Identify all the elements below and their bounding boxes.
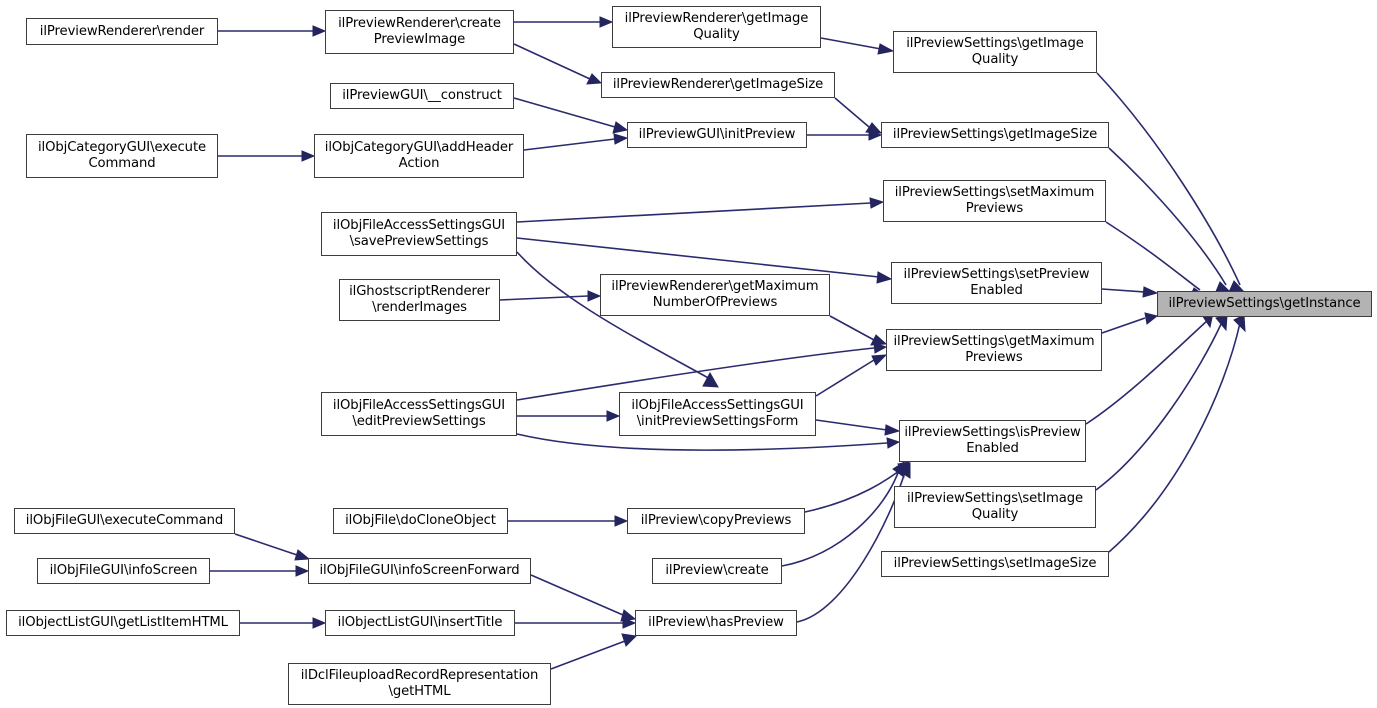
graph-node[interactable]: ilObjCategoryGUI\addHeader Action bbox=[314, 134, 524, 178]
graph-node[interactable]: ilPreviewSettings\getImage Quality bbox=[893, 31, 1097, 73]
graph-node[interactable]: ilPreview\hasPreview bbox=[635, 610, 797, 636]
graph-node[interactable]: ilPreviewSettings\setImageSize bbox=[881, 551, 1109, 577]
graph-node[interactable]: ilObjFileAccessSettingsGUI \savePreviewS… bbox=[321, 212, 517, 256]
graph-node[interactable]: ilPreviewSettings\getImageSize bbox=[881, 122, 1109, 148]
graph-node[interactable]: ilPreviewSettings\setPreview Enabled bbox=[891, 262, 1102, 304]
graph-node-current[interactable]: ilPreviewSettings\getInstance bbox=[1157, 291, 1372, 317]
graph-node[interactable]: ilPreviewGUI\__construct bbox=[330, 83, 514, 109]
graph-node[interactable]: ilObjFileAccessSettingsGUI \initPreviewS… bbox=[619, 392, 816, 436]
graph-node[interactable]: ilPreviewSettings\setImage Quality bbox=[894, 486, 1096, 528]
graph-node[interactable]: ilPreview\create bbox=[652, 558, 782, 584]
graph-node[interactable]: ilPreviewRenderer\create PreviewImage bbox=[325, 10, 514, 54]
graph-node[interactable]: ilPreviewRenderer\getMaximum NumberOfPre… bbox=[600, 274, 830, 316]
graph-node[interactable]: ilPreview\copyPreviews bbox=[627, 508, 805, 534]
graph-node[interactable]: ilObjectListGUI\insertTitle bbox=[325, 610, 515, 636]
graph-node[interactable]: ilObjectListGUI\getListItemHTML bbox=[6, 610, 240, 636]
graph-node[interactable]: ilPreviewRenderer\render bbox=[26, 18, 218, 45]
graph-node[interactable]: ilPreviewRenderer\getImage Quality bbox=[612, 6, 821, 48]
graph-node[interactable]: ilDclFileuploadRecordRepresentation \get… bbox=[288, 663, 551, 705]
graph-node[interactable]: ilObjCategoryGUI\execute Command bbox=[26, 134, 218, 178]
graph-node[interactable]: ilObjFileGUI\infoScreen bbox=[37, 558, 210, 584]
graph-node[interactable]: ilPreviewSettings\getMaximum Previews bbox=[886, 329, 1102, 371]
graph-node[interactable]: ilObjFileGUI\executeCommand bbox=[14, 508, 235, 534]
graph-node[interactable]: ilPreviewRenderer\getImageSize bbox=[601, 72, 835, 98]
graph-node[interactable]: ilObjFileAccessSettingsGUI \editPreviewS… bbox=[321, 392, 517, 436]
graph-node[interactable]: ilObjFileGUI\infoScreenForward bbox=[308, 558, 531, 584]
graph-node[interactable]: ilObjFile\doCloneObject bbox=[333, 508, 508, 534]
graph-node[interactable]: ilPreviewSettings\setMaximum Previews bbox=[883, 180, 1106, 222]
graph-node[interactable]: ilGhostscriptRenderer \renderImages bbox=[339, 279, 500, 321]
graph-node[interactable]: ilPreviewSettings\isPreview Enabled bbox=[899, 420, 1086, 462]
graph-node[interactable]: ilPreviewGUI\initPreview bbox=[627, 122, 807, 148]
